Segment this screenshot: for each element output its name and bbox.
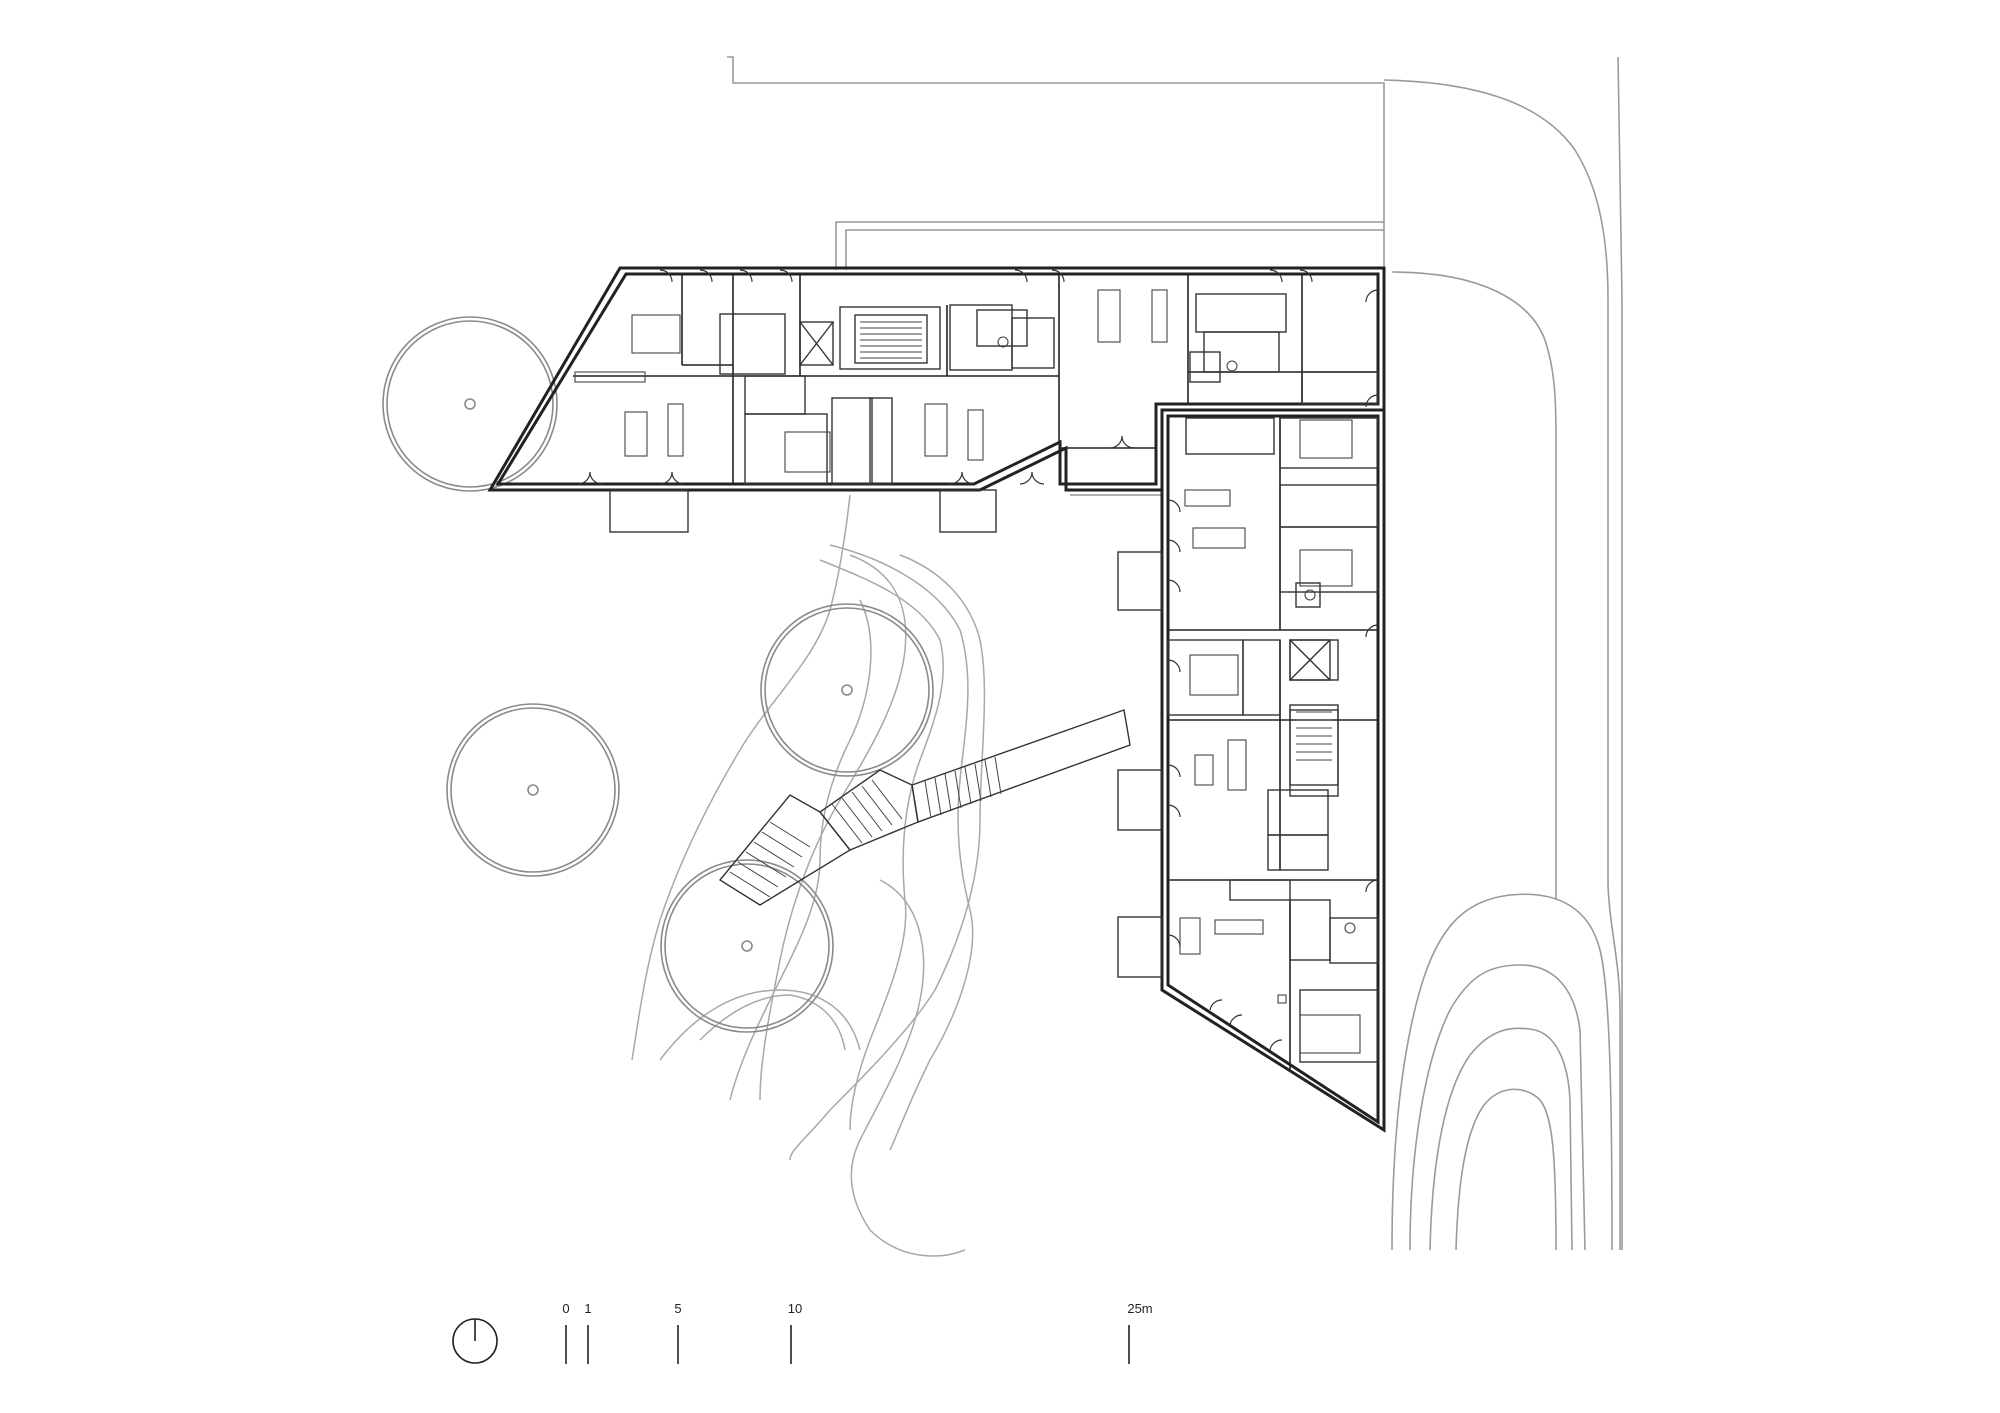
elevator-shaft bbox=[799, 321, 834, 366]
exterior-stair-ramp bbox=[718, 709, 1131, 906]
scale-label-25m: 25m bbox=[1127, 1301, 1152, 1316]
scale-label-1: 1 bbox=[584, 1301, 591, 1316]
scale-label-10: 10 bbox=[788, 1301, 802, 1316]
doors bbox=[577, 269, 1379, 1051]
building-walls bbox=[487, 266, 1386, 1133]
tree-southwest bbox=[446, 703, 620, 877]
stair-core-east bbox=[1289, 704, 1339, 786]
balcony bbox=[1117, 916, 1163, 978]
scale-bar: 0 1 5 10 25m bbox=[562, 1301, 1153, 1364]
balcony bbox=[939, 489, 997, 533]
trees bbox=[382, 316, 934, 1033]
scale-label-0: 0 bbox=[562, 1301, 569, 1316]
tree-center-upper bbox=[760, 603, 934, 777]
terrain-contours bbox=[631, 494, 986, 1257]
site-lines bbox=[727, 56, 1623, 1251]
balcony bbox=[609, 489, 689, 533]
tree-south bbox=[660, 859, 834, 1033]
furniture bbox=[574, 289, 1361, 1054]
scale-label-5: 5 bbox=[674, 1301, 681, 1316]
balcony bbox=[1117, 769, 1163, 831]
interior-partitions bbox=[573, 274, 1379, 1070]
tree-west bbox=[382, 316, 558, 492]
elevator-shaft bbox=[1289, 639, 1331, 681]
stair-core-north bbox=[839, 306, 941, 370]
north-arrow-icon bbox=[452, 1318, 498, 1364]
balcony bbox=[1117, 551, 1163, 611]
